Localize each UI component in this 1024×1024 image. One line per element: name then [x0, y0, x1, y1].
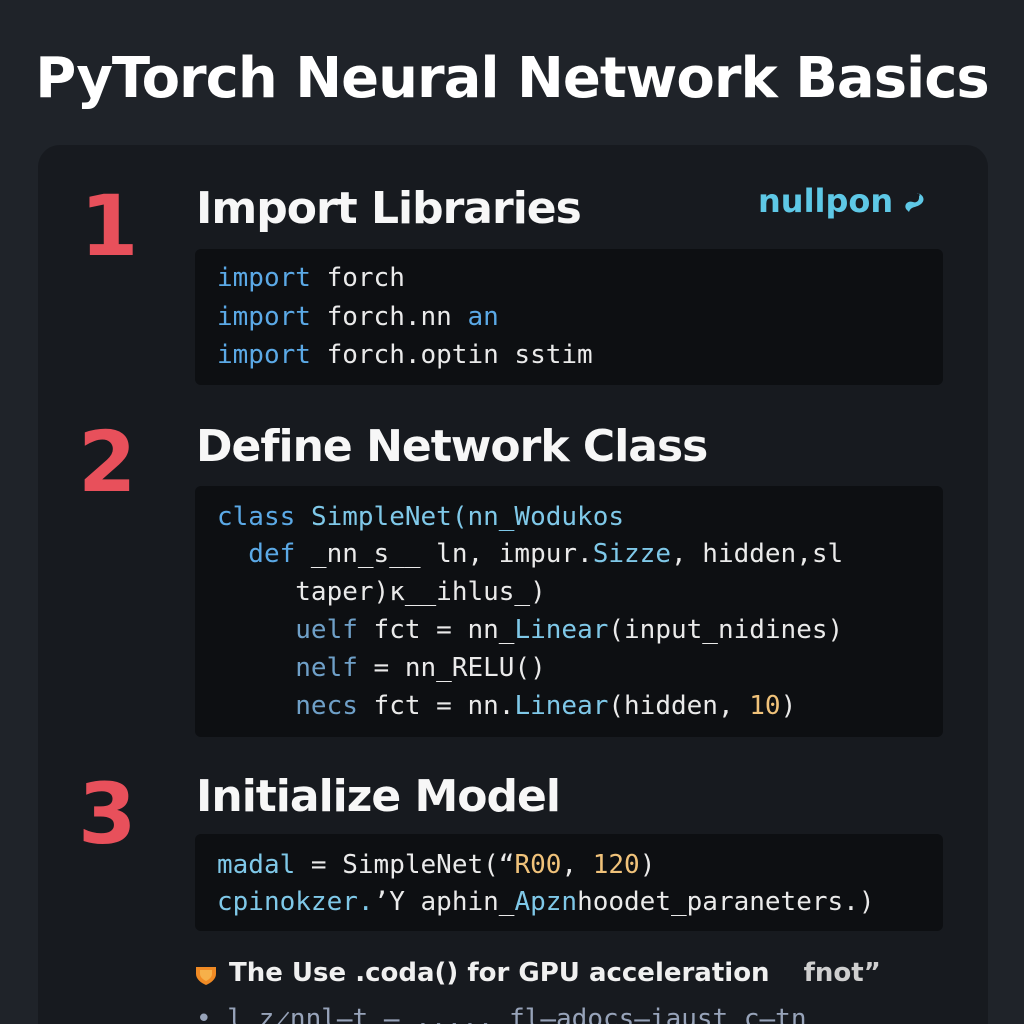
shield-icon — [193, 963, 219, 985]
tip-note: The Use .coda() for GPU acceleration fnot… — [193, 958, 881, 988]
code-line: class SimpleNet(nn_Wodukos — [217, 502, 625, 532]
code-block-network-class: class SimpleNet(nn_Wodukos def _nn_s__ l… — [195, 486, 943, 737]
code-line: cpinokzer.’Y aphin_Apznhoodet_paraneters… — [217, 887, 875, 917]
step-3-title: Initialize Model — [196, 771, 561, 822]
tip-text: The Use .coda() for GPU acceleration — [229, 958, 770, 988]
code-line: taper)κ__ihlus_) — [295, 577, 546, 607]
code-line: madal = SimpleNet(“R00, 120) — [217, 850, 656, 880]
step-2-number: 2 — [78, 413, 137, 511]
step-3-number: 3 — [78, 765, 137, 863]
step-2-title: Define Network Class — [196, 421, 708, 472]
code-block-init-model: madal = SimpleNet(“R00, 120) cpinokzer.’… — [195, 834, 943, 931]
tip-extra-text: fnot” — [803, 958, 881, 988]
code-line: uelf fct = nn_Linear(input_nidines) — [295, 615, 844, 645]
code-line: import forch.nn an — [217, 302, 499, 332]
code-block-imports: import forch import forch.nn an import f… — [195, 249, 943, 385]
python-snake-icon — [899, 188, 929, 218]
garbled-text-line: • l z̷nnl̶t ̶ ..... fl̶adocs̶iaust c̶tn — [196, 1004, 807, 1024]
brand-text: nullpon — [758, 182, 894, 220]
brand-logo: nullpon — [758, 182, 929, 220]
code-line: import forch — [217, 263, 405, 293]
code-line: def _nn_s__ ln, impur.Sizze, hidden,sl — [217, 539, 844, 569]
page-title: PyTorch Neural Network Basics — [35, 46, 990, 111]
code-line: import forch.optin sstim — [217, 340, 593, 370]
code-line: necs fct = nn.Linear(hidden, 10) — [295, 691, 797, 721]
step-1-number: 1 — [80, 177, 139, 275]
step-1-title: Import Libraries — [196, 183, 582, 234]
code-line: nelf = nn_RELU() — [295, 653, 546, 683]
